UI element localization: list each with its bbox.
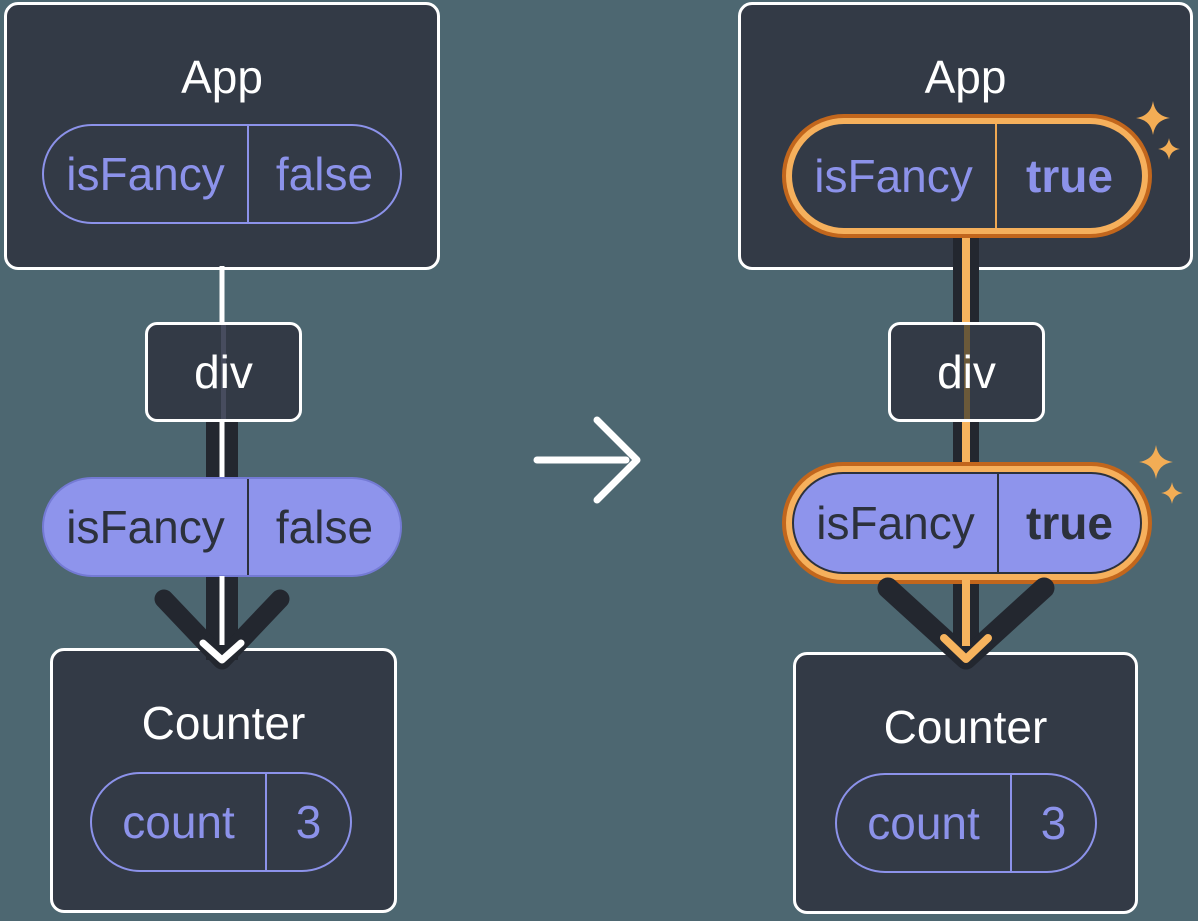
before-passed-prop-name: isFancy (44, 479, 249, 575)
after-counter-state-name: count (837, 775, 1012, 871)
sparkle-large-icon (1136, 101, 1170, 135)
highlight-ring: isFancy true (786, 118, 1148, 234)
after-app-state-name: isFancy (792, 124, 997, 228)
before-arrowhead-white (199, 639, 245, 664)
after-passed-prop-name: isFancy (794, 474, 999, 572)
after-counter-title: Counter (883, 701, 1048, 753)
before-app-state-value: false (275, 148, 374, 200)
before-counter-title: Counter (141, 697, 306, 749)
before-div-node: div (145, 322, 302, 422)
after-app-title: App (924, 51, 1007, 103)
sparkle-small-icon (1161, 482, 1183, 504)
after-div-label: div (937, 346, 996, 398)
sparkles-passed-prop-pill (1139, 445, 1183, 504)
before-app-state-pill: isFancy false (42, 124, 402, 224)
before-counter-state-value: 3 (295, 796, 322, 848)
before-app-state-name: isFancy (44, 126, 249, 222)
after-div-line-throughline (963, 325, 970, 419)
sparkle-large-icon (1139, 445, 1173, 479)
after-passed-prop-pill-highlight: isFancy true (782, 462, 1152, 584)
before-passed-prop-value: false (275, 501, 374, 553)
after-app-state-pill: isFancy true (792, 124, 1142, 228)
sparkles-app-pill (1136, 101, 1180, 160)
before-counter-state-name: count (92, 774, 267, 870)
after-counter-state-value: 3 (1040, 797, 1067, 849)
after-app-state-value: true (1026, 150, 1113, 202)
before-counter-state-pill: count 3 (90, 772, 352, 872)
before-div-label: div (194, 346, 253, 398)
sparkle-small-icon (1158, 138, 1180, 160)
after-counter-state-pill: count 3 (835, 773, 1097, 873)
after-arrowhead-orange (940, 634, 992, 663)
after-app-state-pill-highlight: isFancy true (782, 114, 1152, 238)
before-app-title: App (181, 51, 263, 103)
transition-arrow-icon (533, 416, 641, 504)
before-div-line-throughline (221, 325, 226, 419)
after-passed-prop-value: true (1026, 497, 1113, 549)
after-div-node: div (888, 322, 1045, 422)
after-passed-prop-pill: isFancy true (792, 472, 1142, 574)
highlight-ring: isFancy true (786, 466, 1148, 580)
